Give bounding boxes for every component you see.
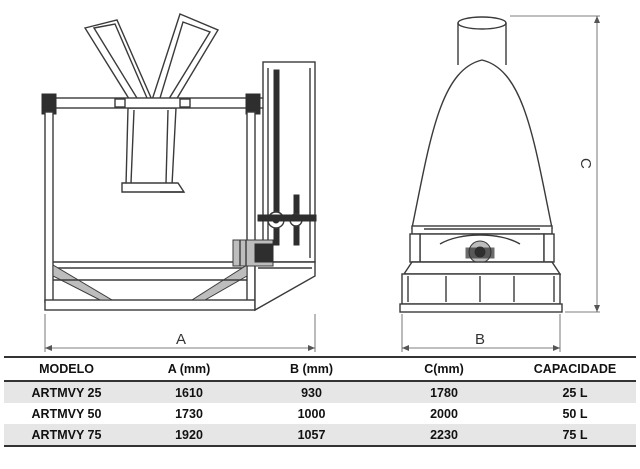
cell-modelo: ARTMVY 75	[4, 424, 129, 447]
support-frame	[44, 111, 256, 311]
cell-capacidade: 50 L	[514, 403, 636, 424]
cell-capacidade: 25 L	[514, 381, 636, 403]
dimension-c-label: C	[577, 158, 594, 169]
specifications-table: MODELO A (mm) B (mm) C(mm) CAPACIDADE AR…	[4, 356, 636, 447]
header-a: A (mm)	[129, 356, 249, 382]
cell-modelo: ARTMVY 50	[4, 403, 129, 424]
table-row: ARTMVY 75 1920 1057 2230 75 L	[4, 424, 636, 447]
cell-modelo: ARTMVY 25	[4, 381, 129, 403]
front-view: A	[41, 13, 317, 352]
cell-c: 2000	[374, 403, 514, 424]
dimension-b-label: B	[475, 331, 485, 348]
header-c: C(mm)	[374, 356, 514, 382]
dimension-a: A	[44, 314, 316, 352]
v-blender-vessel	[83, 13, 220, 193]
technical-drawing: A	[41, 13, 600, 352]
cell-b: 930	[249, 381, 374, 403]
vessel-side	[411, 16, 553, 235]
electric-motor	[232, 239, 274, 267]
drive-housing	[254, 61, 317, 312]
dimension-a-label: A	[176, 331, 186, 348]
side-view: B C	[399, 15, 600, 352]
header-capacidade: CAPACIDADE	[514, 356, 636, 382]
cell-c: 1780	[374, 381, 514, 403]
cell-c: 2230	[374, 424, 514, 447]
cell-a: 1730	[129, 403, 249, 424]
side-frame	[399, 233, 563, 313]
header-b: B (mm)	[249, 356, 374, 382]
cell-a: 1610	[129, 381, 249, 403]
table-row: ARTMVY 25 1610 930 1780 25 L	[4, 381, 636, 403]
right-bearing	[245, 93, 261, 115]
table-row: ARTMVY 50 1730 1000 2000 50 L	[4, 403, 636, 424]
left-bearing	[41, 93, 57, 115]
cell-capacidade: 75 L	[514, 424, 636, 447]
cell-b: 1000	[249, 403, 374, 424]
table-header-row: MODELO A (mm) B (mm) C(mm) CAPACIDADE	[4, 356, 636, 382]
cell-b: 1057	[249, 424, 374, 447]
header-modelo: MODELO	[4, 356, 129, 382]
dimension-c: C	[510, 15, 600, 313]
dimension-b: B	[401, 314, 561, 352]
cell-a: 1920	[129, 424, 249, 447]
